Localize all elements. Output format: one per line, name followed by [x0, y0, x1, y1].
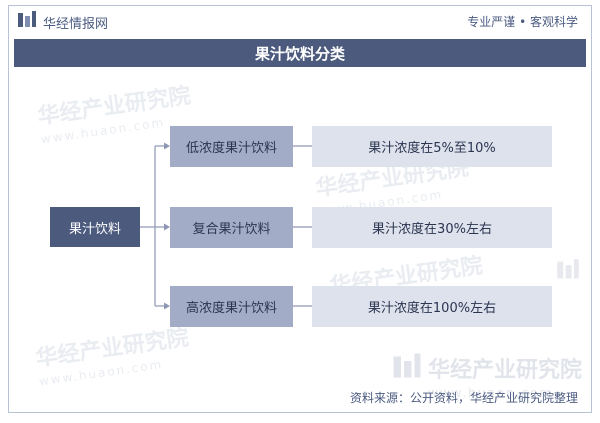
description-node: 果汁浓度在100%左右: [312, 286, 552, 327]
description-node: 果汁浓度在5%至10%: [312, 126, 552, 167]
brand-name: 华经情报网: [43, 17, 109, 32]
data-source-note: 资料来源：公开资料，华经产业研究院整理: [349, 391, 578, 405]
root-node: 果汁饮料: [50, 207, 140, 247]
huajing-logo-icon: [18, 11, 36, 27]
category-node: 复合果汁饮料: [170, 207, 293, 248]
category-node: 高浓度果汁饮料: [170, 286, 293, 327]
page-title: 果汁饮料分类: [14, 39, 586, 67]
description-node: 果汁浓度在30%左右: [312, 207, 552, 248]
category-node: 低浓度果汁饮料: [170, 126, 293, 167]
brand-slogan: 专业严谨 • 客观科学: [467, 15, 578, 29]
